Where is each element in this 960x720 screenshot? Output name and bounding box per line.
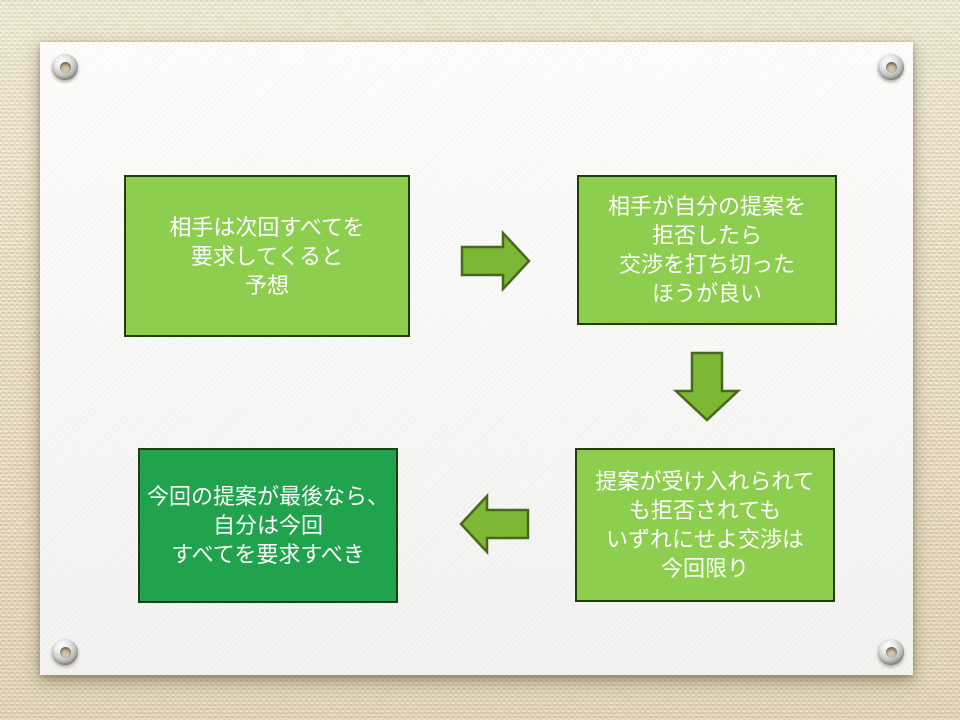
flow-box-text-line: 提案が受け入れられて: [595, 469, 815, 494]
flow-box-text-line: 拒否したら: [651, 223, 762, 248]
screw-hole: [59, 646, 71, 658]
flow-box-text-line: 自分は今回: [212, 513, 323, 538]
flow-box-text-line: ほうが良い: [651, 281, 762, 306]
flow-box-text-line: も拒否されても: [628, 498, 782, 523]
flow-box-expectation: 相手は次回すべてを 要求してくると 予想: [124, 175, 410, 337]
flow-box-text-line: 相手は次回すべてを: [169, 214, 365, 240]
flow-box-text-line: すべてを要求すべき: [171, 542, 365, 567]
flow-box-negotiation-this-time-only: 提案が受け入れられて も拒否されても いずれにせよ交渉は 今回限り: [575, 448, 835, 602]
flow-box-text-line: 今回の提案が最後なら、: [146, 484, 389, 509]
screw-hole: [885, 61, 897, 73]
flow-box-text-line: 今回限り: [660, 556, 749, 581]
corner-screw-icon: [878, 54, 904, 80]
flow-box-text-line: いずれにせよ交渉は: [605, 527, 804, 552]
flow-box-text-line: 要求してくると: [190, 243, 344, 269]
corner-screw-icon: [878, 639, 904, 665]
flow-box-break-off-if-rejected: 相手が自分の提案を 拒否したら 交渉を打ち切った ほうが良い: [577, 175, 837, 325]
screw-hole: [59, 61, 71, 73]
flow-box-text-line: 予想: [244, 272, 289, 298]
flow-box-text-line: 相手が自分の提案を: [607, 194, 806, 219]
flow-box-demand-everything-now: 今回の提案が最後なら、 自分は今回 すべてを要求すべき: [138, 448, 398, 603]
flow-box-text-line: 交渉を打ち切った: [618, 252, 795, 277]
screw-hole: [885, 646, 897, 658]
corner-screw-icon: [52, 639, 78, 665]
corner-screw-icon: [52, 54, 78, 80]
